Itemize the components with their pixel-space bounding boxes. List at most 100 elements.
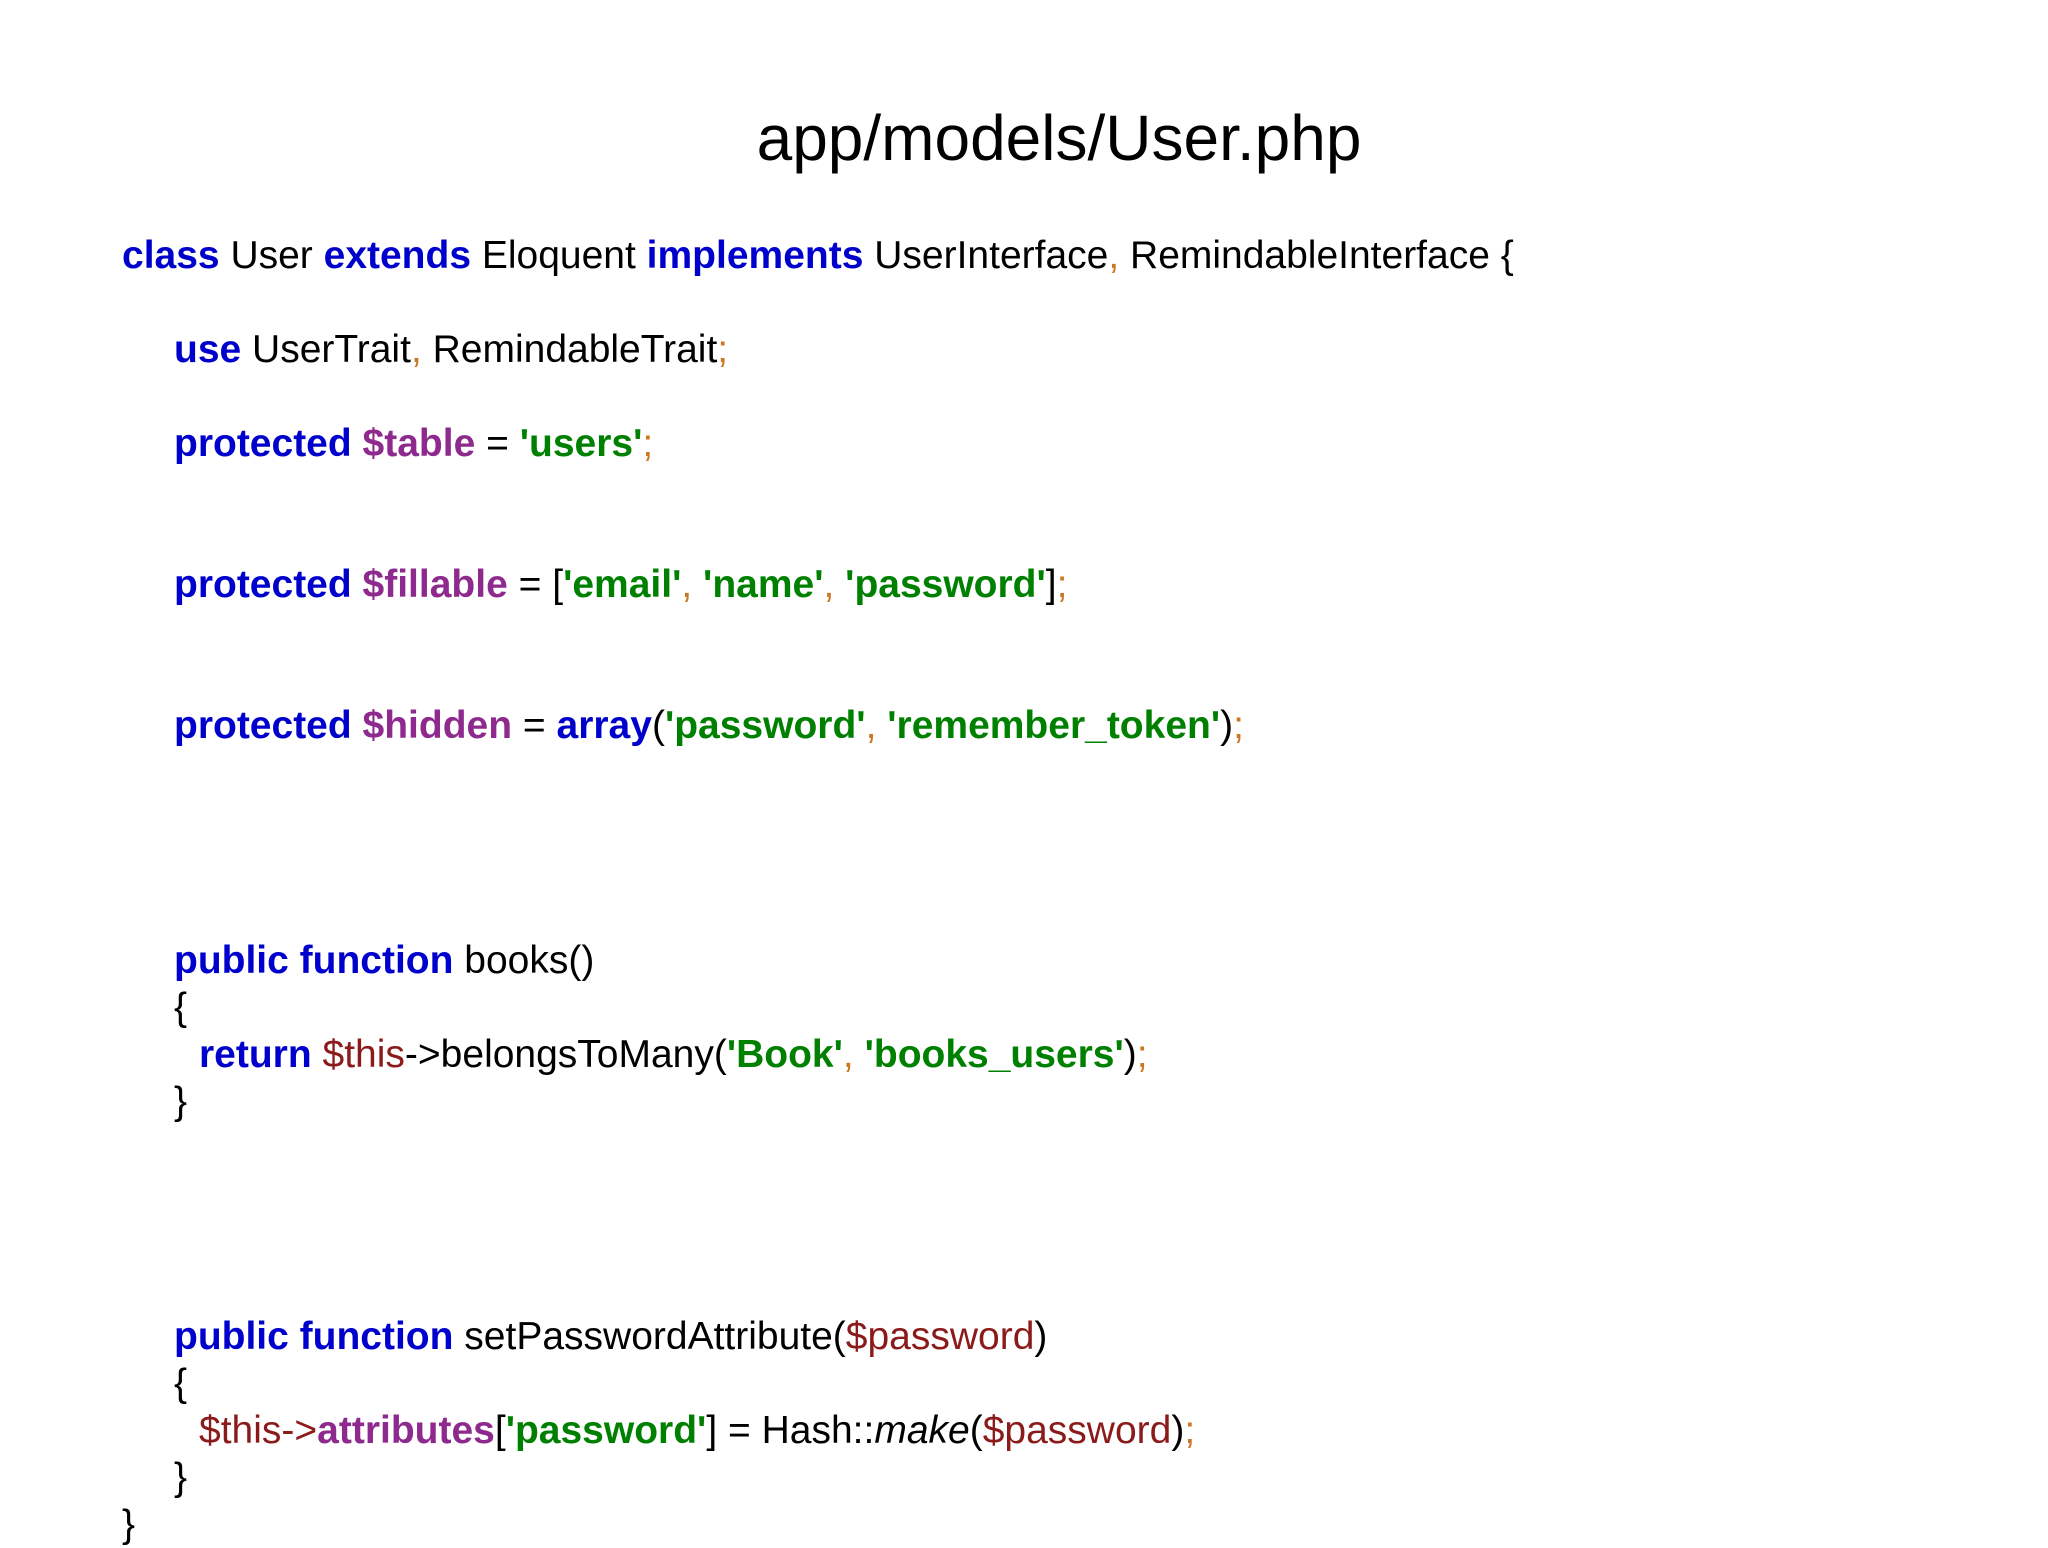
code-token-pun: , (842, 1033, 854, 1076)
code-line-blank (0, 843, 2048, 890)
code-token-pl: = (475, 422, 520, 465)
code-line: class User extends Eloquent implements U… (0, 232, 2048, 279)
code-line: use UserTrait, RemindableTrait; (0, 326, 2048, 373)
code-token-kw: public function (174, 939, 454, 982)
code-token-str: 'Book' (726, 1033, 843, 1076)
code-token-pun: , (410, 328, 422, 371)
code-line: public function books() (0, 937, 2048, 984)
code-line: protected $hidden = array('password', 'r… (0, 702, 2048, 749)
code-listing: class User extends Eloquent implements U… (0, 232, 2048, 1548)
code-token-kw: public function (174, 1315, 454, 1358)
code-token-pl: = Hash:: (717, 1409, 875, 1452)
code-line: public function setPasswordAttribute($pa… (0, 1313, 2048, 1360)
code-token-kw: array (556, 704, 652, 747)
code-token-pl: ) (1220, 704, 1234, 747)
code-token-pl: ] (1045, 563, 1057, 606)
code-line-blank (0, 749, 2048, 796)
code-token-pl: ( (969, 1409, 983, 1452)
code-token-kw: extends (323, 234, 472, 277)
code-line-blank (0, 796, 2048, 843)
code-token-this: $this (322, 1033, 405, 1076)
code-token-pl (876, 704, 887, 747)
code-token-str: 'password' (505, 1409, 707, 1452)
code-line-blank (0, 1172, 2048, 1219)
code-token-str: 'name' (703, 563, 824, 606)
code-token-str: 'email' (563, 563, 682, 606)
code-line-blank (0, 1266, 2048, 1313)
code-token-kw: protected (174, 422, 352, 465)
code-token-pl: RemindableInterface { (1119, 234, 1514, 277)
code-token-str: 'books_users' (864, 1033, 1124, 1076)
code-token-pl: User (219, 234, 324, 277)
code-token-pl (352, 422, 363, 465)
code-token-pl (834, 563, 845, 606)
code-token-kw: protected (174, 704, 352, 747)
page-title: app/models/User.php (756, 101, 1362, 174)
code-line: { (0, 984, 2048, 1031)
code-token-str: 'password' (845, 563, 1046, 606)
code-token-brc: } (174, 1456, 188, 1499)
code-token-pl: ->belongsToMany( (404, 1033, 727, 1076)
code-line-blank (0, 467, 2048, 514)
code-token-pl: books() (453, 939, 595, 982)
code-token-pl: ) (1171, 1409, 1185, 1452)
code-token-brc: } (122, 1503, 136, 1546)
code-line-blank (0, 655, 2048, 702)
code-line: $this->attributes['password'] = Hash::ma… (0, 1407, 2048, 1454)
code-token-kw: return (199, 1033, 312, 1076)
code-line: protected $fillable = ['email', 'name', … (0, 561, 2048, 608)
code-token-brc: { (174, 1362, 188, 1405)
code-token-pun: ; (1136, 1033, 1148, 1076)
code-line: protected $table = 'users'; (0, 420, 2048, 467)
code-token-kw: class (122, 234, 220, 277)
code-token-pl (692, 563, 703, 606)
code-token-this: $this (199, 1409, 282, 1452)
code-token-pl: RemindableTrait (421, 328, 718, 371)
code-token-str: 'password' (664, 704, 866, 747)
code-line-blank (0, 1125, 2048, 1172)
code-token-pun: ; (1233, 704, 1244, 747)
code-token-pun: ; (1056, 563, 1068, 606)
code-token-pl: ] (706, 1409, 718, 1452)
code-token-pun: ; (1184, 1409, 1196, 1452)
code-token-kw: protected (174, 563, 352, 606)
code-token-pl: setPasswordAttribute( (453, 1315, 846, 1358)
code-line-blank (0, 514, 2048, 561)
code-token-pl: Eloquent (471, 234, 647, 277)
code-line-blank (0, 890, 2048, 937)
code-token-var: attributes (317, 1409, 495, 1452)
code-line: { (0, 1360, 2048, 1407)
code-token-var: $fillable (362, 563, 508, 606)
code-token-str: 'users' (519, 422, 643, 465)
code-token-pun: ; (642, 422, 654, 465)
code-token-this: $password (845, 1315, 1035, 1358)
code-token-pun: ; (717, 328, 729, 371)
code-token-this: $password (982, 1409, 1172, 1452)
code-token-pl: = (512, 704, 557, 747)
code-token-pl: UserInterface (863, 234, 1109, 277)
code-token-pun: , (865, 704, 877, 747)
code-token-pl: [ (494, 1409, 506, 1452)
code-token-pl (352, 563, 363, 606)
code-line: } (0, 1078, 2048, 1125)
code-token-kw: implements (646, 234, 864, 277)
code-line-blank (0, 608, 2048, 655)
code-token-pl (854, 1033, 865, 1076)
code-token-brc: { (174, 986, 188, 1029)
code-token-pun: , (1108, 234, 1120, 277)
code-token-pun: , (681, 563, 693, 606)
code-token-pl (312, 1033, 323, 1076)
code-token-pun: , (823, 563, 835, 606)
code-token-var: $hidden (362, 704, 513, 747)
code-line: } (0, 1501, 2048, 1548)
code-token-pl: ) (1123, 1033, 1137, 1076)
code-token-pl (352, 704, 363, 747)
code-token-var: $table (362, 422, 476, 465)
code-token-pl: ( (651, 704, 665, 747)
code-token-it: make (874, 1409, 970, 1452)
code-token-str: 'remember_token' (887, 704, 1221, 747)
code-line: return $this->belongsToMany('Book', 'boo… (0, 1031, 2048, 1078)
code-token-pl: UserTrait (241, 328, 411, 371)
code-line-blank (0, 279, 2048, 326)
code-line-blank (0, 1219, 2048, 1266)
